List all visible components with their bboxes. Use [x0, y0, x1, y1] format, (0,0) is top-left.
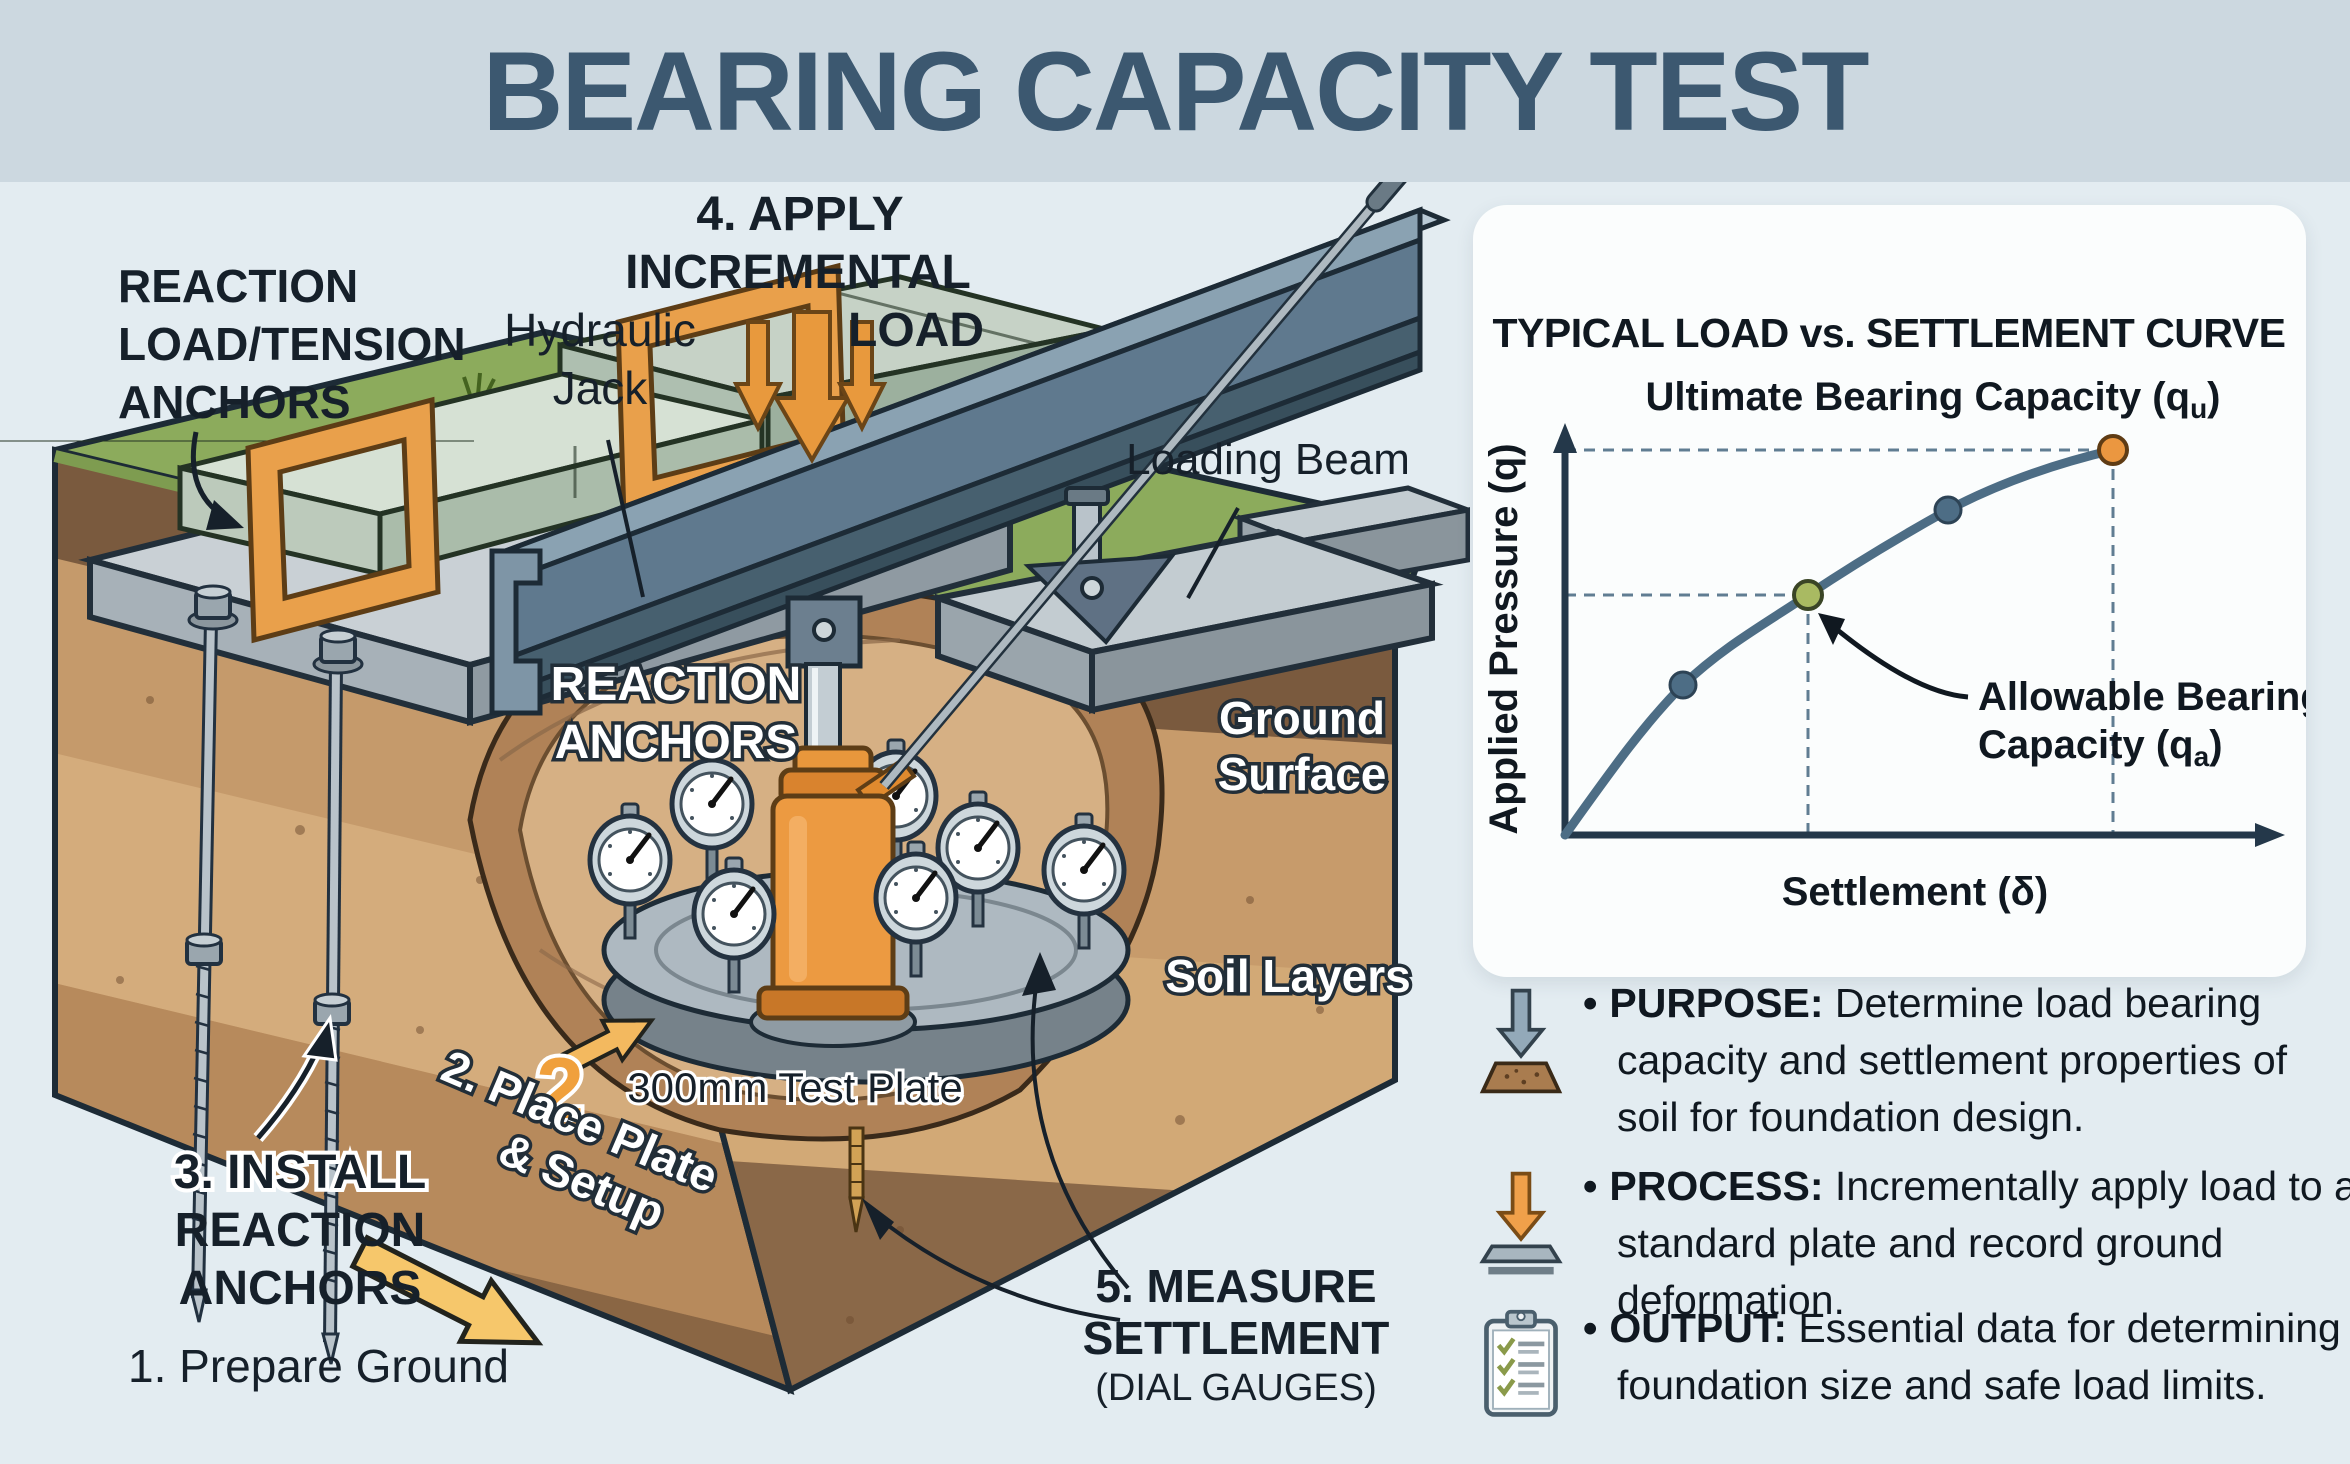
- load-settlement-curve: [1560, 445, 2118, 840]
- page-title: BEARING CAPACITY TEST: [482, 28, 1869, 154]
- bullet-line: foundation size and safe load limits.: [1617, 1362, 2267, 1408]
- label-reaction-load-anchors: ANCHORS: [118, 376, 351, 428]
- clamp-frame-front: [245, 396, 441, 644]
- hydraulic-jack: [749, 595, 917, 1048]
- label-apply-load: INCREMENTAL: [625, 246, 971, 299]
- bullet-line: deformation.: [1617, 1277, 1845, 1323]
- label-reaction-anchors: ANCHORS: [555, 716, 798, 769]
- label-step1: 1. Prepare Ground: [128, 1340, 509, 1392]
- label-step3: ANCHORS: [179, 1262, 422, 1315]
- label-loading-beam: Loading Beam: [1126, 435, 1410, 484]
- bullet-dot: •: [1583, 1163, 1598, 1209]
- prepare-ground-arrow: [349, 1234, 544, 1346]
- label-step3: REACTION: [175, 1204, 426, 1257]
- chart-title: TYPICAL LOAD vs. SETTLEMENT CURVE: [1493, 310, 2286, 356]
- bullet-line: Essential data for determining: [1798, 1305, 2341, 1351]
- bullet-label: PROCESS:: [1609, 1163, 1824, 1209]
- svg-text:Capacity (qa): Capacity (qa): [1978, 723, 2223, 772]
- bullet-line: soil for foundation design.: [1617, 1094, 2085, 1140]
- label-apply-load: 4. APPLY: [696, 188, 903, 241]
- y-axis-label: Applied Pressure (q): [1482, 443, 1526, 834]
- svg-text:Allowable Bearing: Allowable Bearing: [1978, 675, 2306, 719]
- bullet-output: •OUTPUT: Essential data for determining …: [1479, 1300, 2341, 1422]
- anchor-rod-right: [312, 628, 364, 1365]
- label-hydraulic-jack: Hydraulic: [504, 304, 696, 356]
- anchor-rod-left: [185, 584, 239, 1323]
- bullet-purpose: •PURPOSE: Determine load bearing capacit…: [1479, 975, 2339, 1146]
- anchors-pointer-arrow: [190, 431, 244, 530]
- bullet-label: OUTPUT:: [1609, 1305, 1788, 1351]
- label-step5: (DIAL GAUGES): [1095, 1367, 1377, 1409]
- load-settlement-chart: TYPICAL LOAD vs. SETTLEMENT CURVE Ultima…: [1482, 310, 2306, 914]
- reference-lines: [1565, 448, 2115, 835]
- hydraulic-jack-pointer-line: [606, 439, 645, 598]
- bullet-label: PURPOSE:: [1609, 980, 1824, 1026]
- loading-beam: [489, 206, 1451, 717]
- measuring-stick: [848, 1126, 865, 1233]
- bullet-line: Incrementally apply load to a: [1834, 1163, 2350, 1209]
- x-axis: [1565, 823, 2285, 847]
- bullet-line: standard plate and record ground: [1617, 1220, 2224, 1266]
- incremental-load-arrows: [732, 310, 888, 464]
- ultimate-capacity-point: [2097, 434, 2129, 466]
- label-hydraulic-jack: Jack: [553, 362, 649, 414]
- clipboard-icon: [1484, 1309, 1558, 1417]
- jack-pump-handle: [879, 182, 1407, 790]
- label-soil-layers: Soil Layers: [1165, 950, 1410, 1002]
- label-step3: 3. INSTALL: [174, 1146, 426, 1199]
- load-on-plate-icon: [1479, 1171, 1563, 1275]
- bullet-line: Determine load bearing: [1834, 980, 2262, 1026]
- label-step5: SETTLEMENT: [1083, 1312, 1390, 1364]
- allowable-capacity-label: Allowable Bearing Capacity (qa): [1818, 613, 2306, 772]
- y-axis: [1553, 423, 1577, 835]
- x-axis-label: Settlement (δ): [1782, 870, 2049, 914]
- data-point: [1933, 495, 1963, 525]
- title-banner: BEARING CAPACITY TEST: [0, 0, 2350, 182]
- plate-load-test-illustration: REACTION LOAD/TENSION ANCHORS Hydraulic …: [0, 182, 1470, 1409]
- bullet-dot: •: [1583, 980, 1598, 1026]
- label-reaction-load-anchors: REACTION: [118, 260, 358, 312]
- allowable-capacity-point: [1792, 579, 1824, 611]
- bullet-dot: •: [1583, 1305, 1598, 1351]
- bullet-line: capacity and settlement properties of: [1617, 1037, 2288, 1083]
- ultimate-capacity-label: Ultimate Bearing Capacity (qu): [1645, 375, 2220, 424]
- loading-beam-pointer-line: [1186, 507, 1240, 599]
- label-step5: 5. MEASURE: [1095, 1260, 1376, 1312]
- label-step2-number: 2: [536, 1041, 584, 1137]
- data-point: [1668, 670, 1698, 700]
- label-reaction-load-anchors: LOAD/TENSION: [118, 318, 466, 370]
- support-blocks: [926, 485, 1470, 715]
- measure-settlement-arrows: [862, 952, 1130, 1322]
- label-test-plate: 300mm Test Plate: [627, 1064, 962, 1111]
- label-ground-surface: Ground: [1219, 692, 1385, 744]
- place-plate-arrow: [558, 1018, 656, 1076]
- label-ground-surface: Surface: [1218, 748, 1387, 800]
- label-apply-load: LOAD: [848, 304, 984, 357]
- load-settlement-chart-panel: TYPICAL LOAD vs. SETTLEMENT CURVE Ultima…: [1473, 205, 2306, 977]
- label-reaction-anchors: REACTION: [551, 658, 802, 711]
- bullet-process: •PROCESS: Incrementally apply load to a …: [1479, 1158, 2350, 1329]
- install-anchors-arrow: [253, 1013, 338, 1142]
- load-on-soil-icon: [1479, 988, 1563, 1094]
